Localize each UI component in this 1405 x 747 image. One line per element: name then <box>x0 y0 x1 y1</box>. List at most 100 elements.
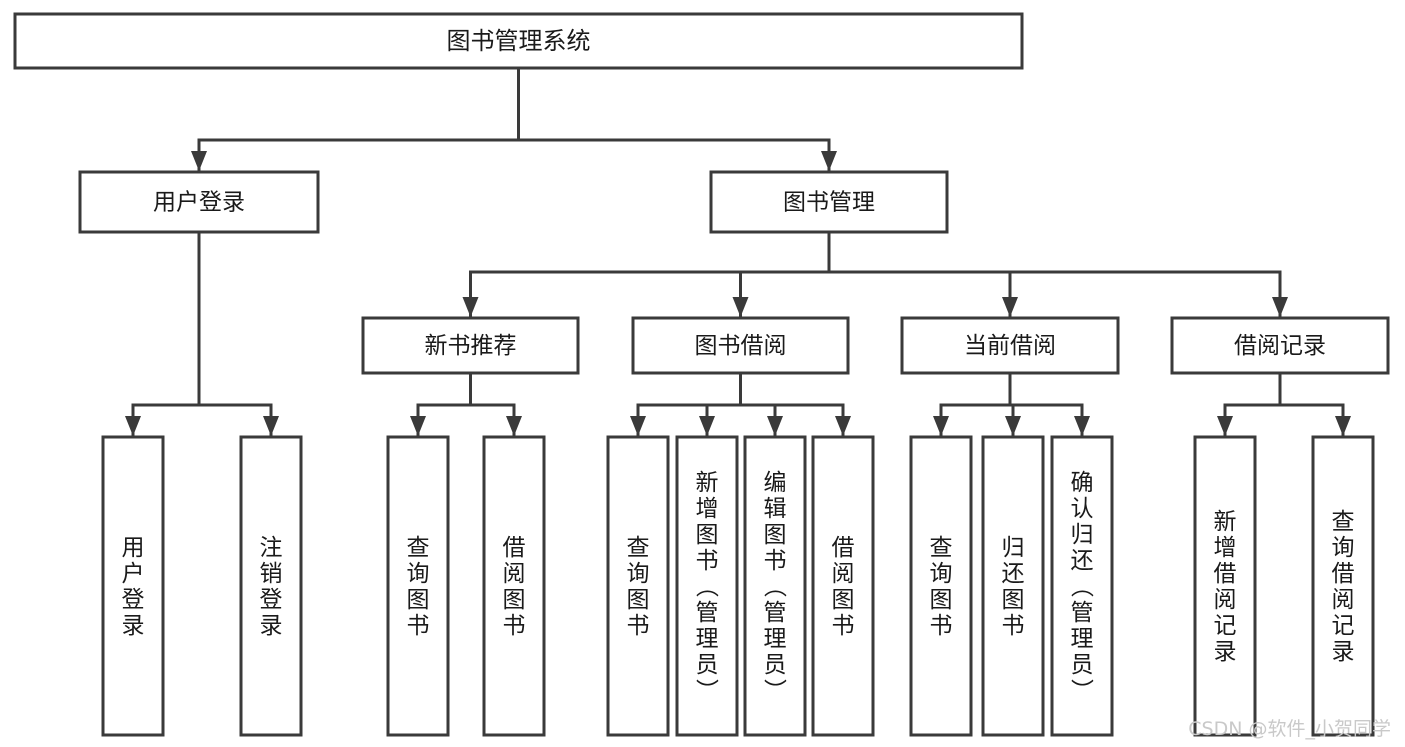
leaf-label-char: 员 <box>1071 652 1094 678</box>
arrow-head <box>1217 416 1233 436</box>
node-box[interactable] <box>361 316 580 375</box>
leaf-box[interactable] <box>606 435 670 737</box>
node-图书借阅[interactable]: 图书借阅 <box>631 316 850 375</box>
leaf-label-char: 记 <box>1214 613 1237 639</box>
leaf-label-char: 新 <box>1214 509 1237 535</box>
leaf-label-char: 阅 <box>1332 587 1355 613</box>
node-当前借阅[interactable]: 当前借阅 <box>900 316 1120 375</box>
arrow-head <box>410 416 426 436</box>
leaf-label-char: 辑 <box>764 496 787 522</box>
leaf-用户登录[interactable]: 用户登录 <box>101 435 165 737</box>
arrow-head <box>1005 416 1021 436</box>
leaf-label-char: 书 <box>627 613 650 639</box>
arrow-head <box>699 416 715 436</box>
leaf-label-char: 录 <box>260 613 283 639</box>
node-图书管理[interactable]: 图书管理 <box>709 170 949 234</box>
node-box[interactable] <box>78 170 320 234</box>
node-box[interactable] <box>709 170 949 234</box>
leaf-box[interactable] <box>386 435 450 737</box>
leaf-label-char: 询 <box>627 561 650 587</box>
leaf-label-char: 理 <box>764 626 787 652</box>
node-box[interactable] <box>900 316 1120 375</box>
leaf-label-char: 归 <box>1002 535 1025 561</box>
leaf-box[interactable] <box>675 435 739 737</box>
node-box[interactable] <box>1170 316 1390 375</box>
arrow-head <box>767 416 783 436</box>
leaf-label-char: 查 <box>407 535 430 561</box>
leaf-label-char: 录 <box>1214 639 1237 665</box>
leaf-box[interactable] <box>1193 435 1257 737</box>
leaf-box[interactable] <box>1311 435 1375 737</box>
leaf-box[interactable] <box>482 435 546 737</box>
arrow-head <box>263 416 279 436</box>
leaf-label-char: （ <box>1068 575 1094 598</box>
leaf-label-char: 管 <box>764 600 787 626</box>
leaf-label-char: 图 <box>1002 587 1025 613</box>
leaf-box[interactable] <box>743 435 807 737</box>
leaf-box[interactable] <box>811 435 875 737</box>
node-图书管理系统[interactable]: 图书管理系统 <box>13 12 1024 70</box>
leaf-label-char: ） <box>693 679 719 702</box>
leaf-label-char: 管 <box>1071 600 1094 626</box>
leaf-label-char: 编 <box>764 470 787 496</box>
leaf-label-char: 员 <box>764 652 787 678</box>
arrow-head <box>821 151 837 171</box>
leaf-label: 用户登录 <box>122 535 145 639</box>
arrow-head <box>506 416 522 436</box>
leaf-label-char: 书 <box>407 613 430 639</box>
leaf-label-char: 理 <box>696 626 719 652</box>
node-box[interactable] <box>631 316 850 375</box>
leaf-label-char: 员 <box>696 652 719 678</box>
leaf-label-char: 注 <box>260 535 283 561</box>
leaf-label-char: 图 <box>832 587 855 613</box>
arrow-head <box>1002 297 1018 317</box>
node-用户登录[interactable]: 用户登录 <box>78 170 320 234</box>
leaf-label-char: 登 <box>260 587 283 613</box>
leaf-box[interactable] <box>101 435 165 737</box>
leaf-label-char: 书 <box>930 613 953 639</box>
leaf-label-char: 借 <box>832 535 855 561</box>
leaf-box[interactable] <box>981 435 1045 737</box>
leaf-label-char: 书 <box>503 613 526 639</box>
leaf-label-char: 借 <box>1332 561 1355 587</box>
arrow-head <box>933 416 949 436</box>
node-label: 当前借阅 <box>964 333 1056 359</box>
node-label: 借阅记录 <box>1234 333 1326 359</box>
leaf-box[interactable] <box>909 435 973 737</box>
node-借阅记录[interactable]: 借阅记录 <box>1170 316 1390 375</box>
leaf-box[interactable] <box>239 435 303 737</box>
node-label: 图书管理系统 <box>447 27 591 55</box>
leaf-label-char: 查 <box>627 535 650 561</box>
leaf-label-char: 图 <box>764 522 787 548</box>
leaf-box[interactable] <box>1050 435 1114 737</box>
leaf-label-char: 借 <box>503 535 526 561</box>
arrow-head <box>1272 297 1288 317</box>
arrow-head <box>835 416 851 436</box>
leaf-label-char: 询 <box>930 561 953 587</box>
node-label: 用户登录 <box>153 190 245 216</box>
leaf-label-char: 图 <box>627 587 650 613</box>
leaf-label-char: （ <box>761 575 787 598</box>
arrow-head <box>630 416 646 436</box>
node-新书推荐[interactable]: 新书推荐 <box>361 316 580 375</box>
node-box[interactable] <box>13 12 1024 70</box>
leaf-label-char: 阅 <box>1214 587 1237 613</box>
